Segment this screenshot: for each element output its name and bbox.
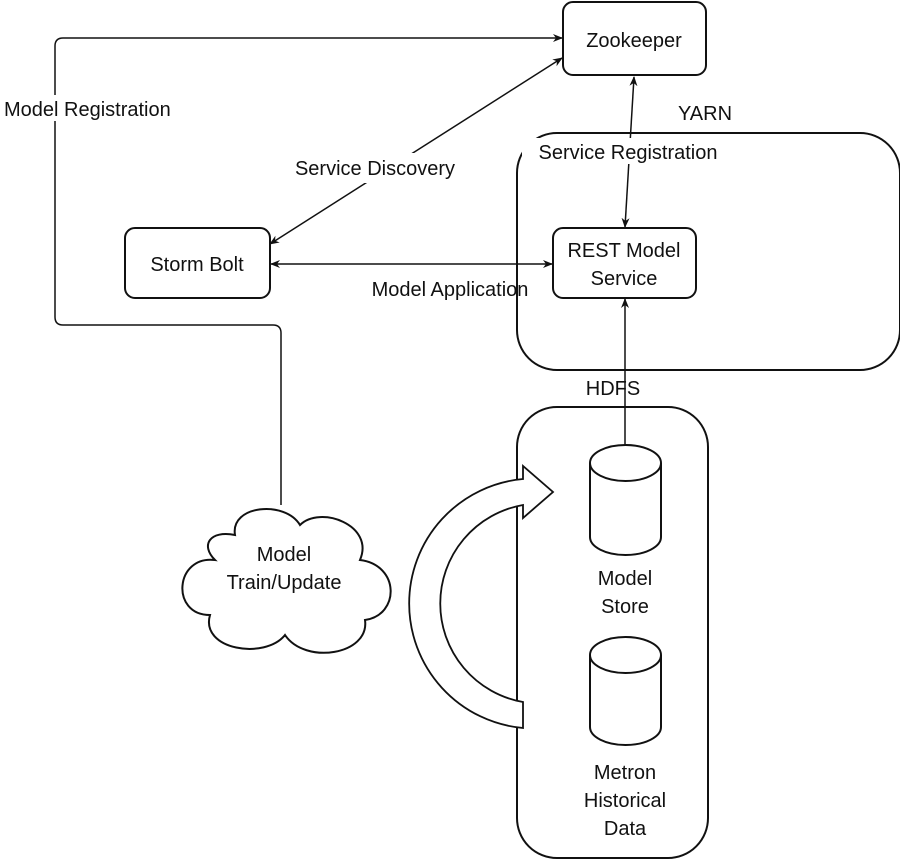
yarn-container: YARN xyxy=(516,103,900,371)
storm-bolt-node[interactable]: Storm Bolt xyxy=(124,227,271,299)
metron-label-line2: Historical xyxy=(584,790,666,812)
service-discovery-label: Service Discovery xyxy=(295,158,455,180)
service-registration-label: Service Registration xyxy=(539,142,718,164)
model-store-label-line1: Model xyxy=(598,568,652,590)
model-train-update-cloud[interactable]: Model Train/Update xyxy=(181,508,392,654)
storm-bolt-label: Storm Bolt xyxy=(150,254,244,276)
hdfs-container: HDFS xyxy=(516,378,709,859)
curved-flow-arrow xyxy=(408,464,555,729)
train-label-line2: Train/Update xyxy=(227,572,342,594)
metron-label-line3: Data xyxy=(604,818,647,840)
rest-label-line2: Service xyxy=(591,268,658,290)
zookeeper-label: Zookeeper xyxy=(586,30,682,52)
model-store-label-line2: Store xyxy=(601,596,649,618)
yarn-label: YARN xyxy=(678,103,732,125)
metron-historical-data-database[interactable]: Metron Historical Data xyxy=(584,636,666,840)
hdfs-label: HDFS xyxy=(586,378,640,400)
rest-model-service-node[interactable]: REST Model Service xyxy=(552,227,697,299)
model-store-database[interactable]: Model Store xyxy=(589,444,662,618)
model-registration-edge xyxy=(54,34,563,505)
model-application-label: Model Application xyxy=(372,279,529,301)
train-label-line1: Model xyxy=(257,544,311,566)
model-registration-label: Model Registration xyxy=(4,99,171,121)
metron-label-line1: Metron xyxy=(594,762,656,784)
rest-label-line1: REST Model xyxy=(567,240,680,262)
service-discovery-edge xyxy=(269,57,563,245)
zookeeper-node[interactable]: Zookeeper xyxy=(562,1,707,76)
